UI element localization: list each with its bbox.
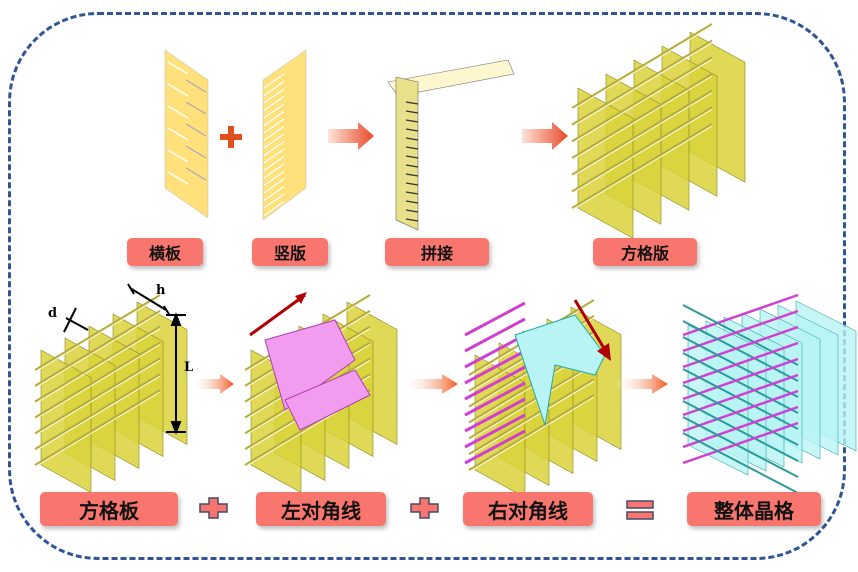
square-grid-illustration bbox=[571, 23, 746, 239]
horizontal-plate-illustration bbox=[164, 49, 209, 219]
right-arrow-icon bbox=[328, 122, 374, 150]
dimension-l-label: L bbox=[184, 360, 194, 375]
plus-operator-icon bbox=[410, 497, 439, 519]
label-whole-lattice: 整体晶格 bbox=[687, 492, 821, 526]
whole-lattice-illustration bbox=[682, 293, 857, 494]
label-horizontal-plate: 横板 bbox=[127, 238, 203, 266]
label-left-diagonal: 左对角线 bbox=[256, 492, 386, 526]
label-square-grid-plate: 方格版 bbox=[593, 238, 697, 266]
plus-operator-icon bbox=[220, 126, 242, 148]
dimension-markers bbox=[63, 283, 186, 435]
assembly-illustration bbox=[387, 59, 515, 231]
label-right-diagonal: 右对角线 bbox=[463, 492, 593, 526]
right-arrow-icon bbox=[612, 374, 668, 394]
dimension-d-label: d bbox=[48, 306, 58, 321]
dashed-frame bbox=[8, 12, 846, 560]
plus-operator-icon bbox=[199, 497, 228, 519]
left-diagonal-grid-illustration bbox=[244, 292, 398, 494]
label-vertical-plate: 竖版 bbox=[252, 238, 328, 266]
dimension-h-label: h bbox=[156, 283, 166, 298]
right-diagonal-grid-illustration bbox=[464, 299, 622, 499]
dimensioned-grid-illustration bbox=[34, 294, 188, 494]
label-assembly: 拼接 bbox=[385, 238, 489, 266]
right-arrow-icon bbox=[190, 374, 234, 394]
equals-operator-icon bbox=[626, 500, 654, 520]
right-arrow-icon bbox=[522, 122, 568, 150]
label-square-grid-board: 方格板 bbox=[40, 492, 178, 526]
right-arrow-icon bbox=[402, 374, 458, 394]
vertical-plate-illustration bbox=[262, 49, 307, 221]
